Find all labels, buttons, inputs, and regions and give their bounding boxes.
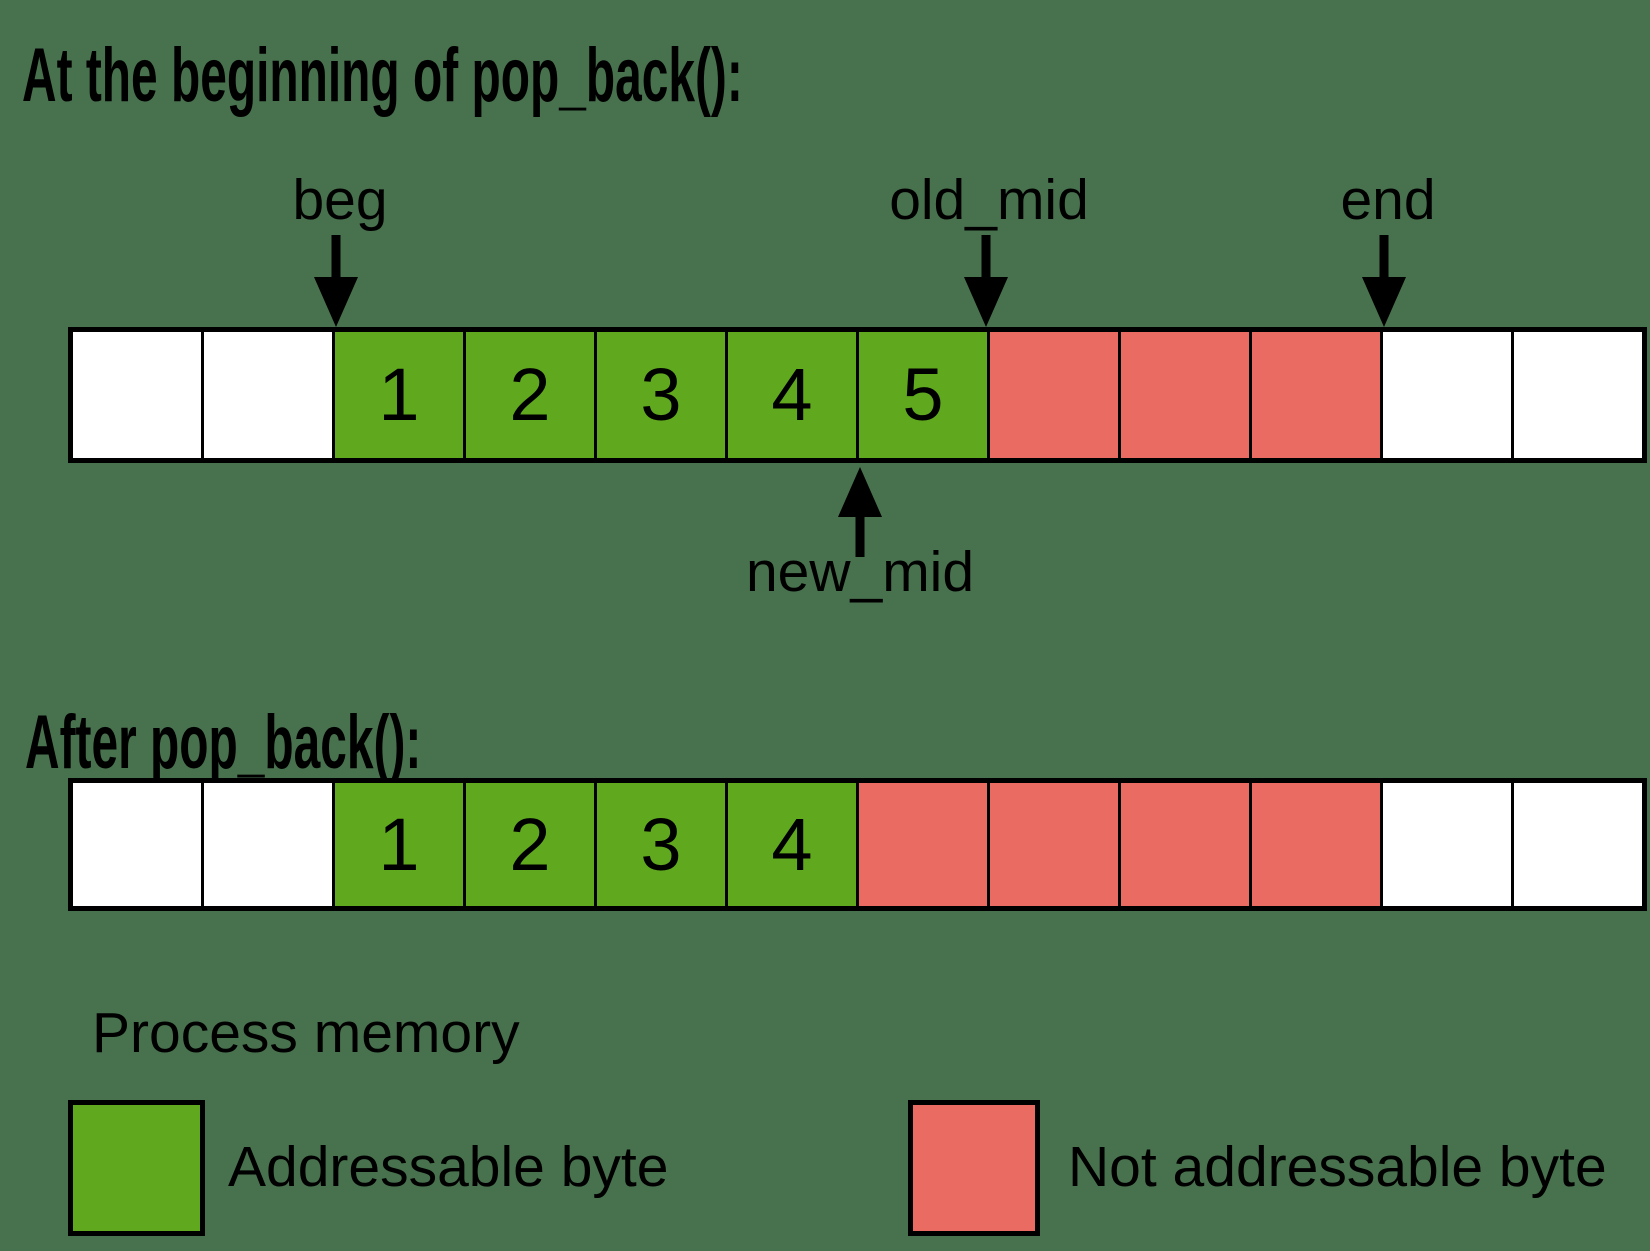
legend-swatch-not-addressable xyxy=(908,1100,1040,1236)
legend-title: Process memory xyxy=(92,1001,520,1065)
old-mid-arrow-down-icon xyxy=(964,235,1008,327)
memory-cell xyxy=(1249,332,1380,458)
memory-cell: 4 xyxy=(725,783,856,906)
pointer-label-beg: beg xyxy=(292,168,388,232)
legend-swatch-addressable xyxy=(68,1100,205,1236)
memory-cell: 3 xyxy=(594,783,725,906)
pointer-label-new-mid: new_mid xyxy=(745,540,975,604)
memory-cell xyxy=(201,783,332,906)
memory-cell xyxy=(73,332,201,458)
beg-arrow-down-icon xyxy=(314,235,358,327)
memory-cell xyxy=(987,783,1118,906)
memory-cell: 3 xyxy=(594,332,725,458)
memory-cell: 4 xyxy=(725,332,856,458)
memory-cell: 2 xyxy=(463,332,594,458)
memory-cell xyxy=(1511,332,1642,458)
memory-cell xyxy=(73,783,201,906)
memory-cell: 1 xyxy=(332,332,463,458)
title-before-pop-back: At the beginning of pop_back(): xyxy=(22,33,743,118)
memory-cell xyxy=(856,783,987,906)
legend-label-addressable: Addressable byte xyxy=(228,1135,669,1199)
end-arrow-down-icon xyxy=(1362,235,1406,327)
memory-bar-after: 1 2 3 4 xyxy=(68,778,1647,911)
legend-label-not-addressable: Not addressable byte xyxy=(1068,1135,1607,1199)
memory-cell xyxy=(1511,783,1642,906)
memory-cell: 5 xyxy=(856,332,987,458)
pointer-label-end: end xyxy=(1340,168,1436,232)
memory-cell: 1 xyxy=(332,783,463,906)
memory-cell xyxy=(1380,783,1511,906)
memory-cell xyxy=(201,332,332,458)
memory-cell xyxy=(1118,783,1249,906)
memory-cell xyxy=(1118,332,1249,458)
memory-cell xyxy=(1249,783,1380,906)
memory-cell xyxy=(1380,332,1511,458)
title-after-pop-back: After pop_back(): xyxy=(25,700,422,785)
memory-bar-before: 1 2 3 4 5 xyxy=(68,327,1647,463)
new-mid-arrow-up-icon xyxy=(838,467,882,557)
memory-cell: 2 xyxy=(463,783,594,906)
pointer-label-old-mid: old_mid xyxy=(889,168,1089,232)
memory-cell xyxy=(987,332,1118,458)
